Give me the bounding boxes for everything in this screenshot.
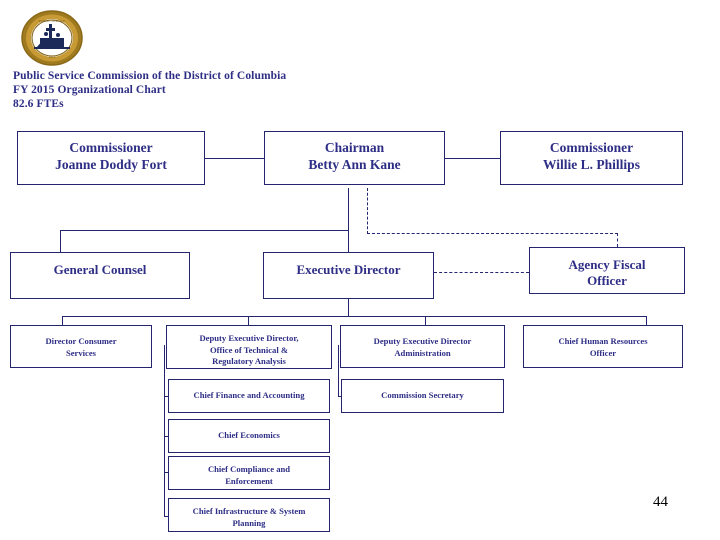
node-chief-economics[interactable]: Chief Economics [168,419,330,453]
node-name: Betty Ann Kane [308,157,401,172]
node-name: Office of Technical & [209,344,289,355]
connector-to-commission-secretary [338,396,343,398]
node-name: Officer [587,273,627,288]
dashed-connector-chairman-drop [367,188,368,234]
svg-text:1913: 1913 [49,55,56,59]
node-title: Executive Director [296,262,401,277]
node-dep-exec-dir-technical[interactable]: Deputy Executive Director, Office of Tec… [166,325,332,369]
node-chief-hr-officer[interactable]: Chief Human Resources Officer [523,325,683,368]
dashed-connector-to-afo-bus [367,233,618,234]
title-line-1: Public Service Commission of the Distric… [13,70,287,82]
node-name: Joanne Doddy Fort [55,157,167,172]
node-chief-compliance[interactable]: Chief Compliance and Enforcement [168,456,330,490]
connector-to-consumer-services [62,316,64,326]
dashed-connector-execdir-to-afo [434,272,529,273]
chart-title: Public Service Commission of the Distric… [13,70,286,111]
title-line-2: FY 2015 Organizational Chart [13,83,166,96]
node-commissioner-fort[interactable]: Commissioner Joanne Doddy Fort [17,131,205,185]
node-chief-infrastructure[interactable]: Chief Infrastructure & System Planning [168,498,330,532]
node-commission-secretary[interactable]: Commission Secretary [341,379,504,413]
connector-technical-spine [164,345,166,517]
connector-row3-bus [62,316,647,318]
connector-to-chief-infrastructure [164,516,169,518]
connector-admin-spine [338,345,340,397]
connector-to-chief-compliance [164,472,169,474]
node-title: Commissioner [549,140,634,155]
node-title: Commissioner [69,140,153,155]
node-title: Director Consumer [45,336,117,346]
node-title: Chief Infrastructure & System [192,506,306,516]
node-chief-finance-accounting[interactable]: Chief Finance and Accounting [168,379,330,413]
node-name: Officer [589,347,617,358]
node-commissioner-phillips[interactable]: Commissioner Willie L. Phillips [500,131,683,185]
connector-to-chief-economics [164,436,169,438]
node-name: Planning [232,517,266,528]
node-title: Deputy Executive Director [373,336,472,346]
connector-chairman-drop [348,188,350,231]
node-name: Willie L. Phillips [543,157,640,172]
node-title: Chairman [324,140,385,155]
connector-execdir-drop [348,299,350,316]
connector-to-chief-finance [164,396,169,398]
node-extra: Regulatory Analysis [212,356,286,367]
node-executive-director[interactable]: Executive Director [263,252,434,299]
dashed-connector-afo-drop [617,233,618,247]
node-general-counsel[interactable]: General Counsel [10,252,190,299]
node-director-consumer-services[interactable]: Director Consumer Services [10,325,152,368]
node-title: Deputy Executive Director, [199,333,299,343]
node-dep-exec-dir-admin[interactable]: Deputy Executive Director Administration [340,325,505,368]
node-title: Commission Secretary [381,390,464,400]
connector-to-general-counsel [60,230,62,252]
node-name: Services [65,347,97,358]
connector-chairman-to-phillips [444,158,501,160]
page-number: 44 [653,494,668,510]
node-name: Enforcement [225,475,273,486]
connector-to-dep-exec-admin [425,316,427,326]
node-title: General Counsel [53,262,147,277]
node-title: Chief Human Resources [558,336,648,346]
connector-fort-to-chairman [204,158,264,160]
connector-row2-bus [60,230,349,232]
svg-text:PUBLIC SERVICE: PUBLIC SERVICE [39,19,66,23]
node-title: Chief Compliance and [207,464,291,474]
node-agency-fiscal-officer[interactable]: Agency Fiscal Officer [529,247,685,294]
connector-to-executive-director [348,230,350,252]
node-title: Chief Economics [218,430,280,440]
title-line-3: 82.6 FTEs [13,97,64,110]
connector-to-dep-exec-technical [248,316,250,326]
node-title: Chief Finance and Accounting [193,390,305,400]
node-chairman-kane[interactable]: Chairman Betty Ann Kane [264,131,445,185]
connector-to-chief-hr [646,316,648,326]
node-name: Administration [394,347,451,358]
dc-public-service-commission-seal-icon: PUBLIC SERVICE 1913 [16,8,88,68]
node-title: Agency Fiscal [568,257,646,272]
